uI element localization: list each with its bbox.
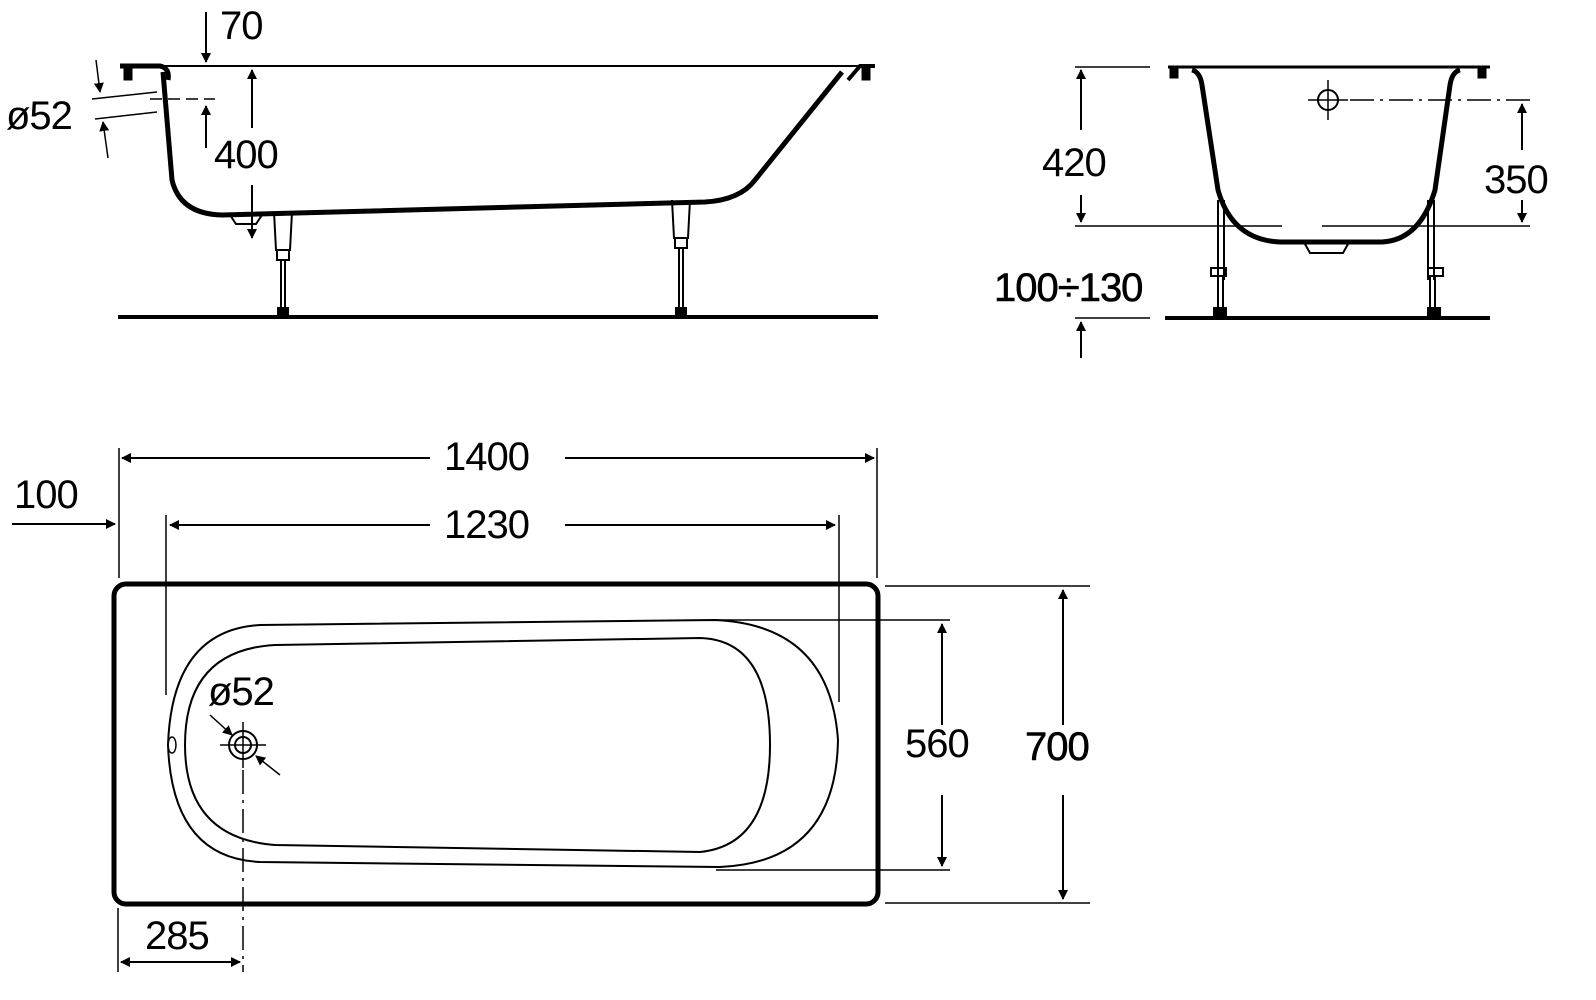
inner-length-label: 1230 <box>444 503 530 547</box>
side-view <box>91 12 878 319</box>
inner-width-label: 560 <box>905 722 970 766</box>
leg-height-label: 100÷130 <box>994 266 1144 310</box>
drain-offset-label: 285 <box>145 914 210 958</box>
total-height-label: 420 <box>1042 141 1107 185</box>
depth-label: 400 <box>214 133 279 177</box>
overall-width-label: 700 <box>1025 725 1090 769</box>
end-view <box>1075 65 1530 358</box>
top-view <box>12 448 1090 972</box>
overflow-height-label: 350 <box>1484 158 1549 202</box>
rim-offset-label: 100 <box>14 473 79 517</box>
overall-length-label: 1400 <box>444 435 530 479</box>
drain-diameter-label: ø52 <box>208 670 275 714</box>
overflow-diameter-label: ø52 <box>6 94 73 138</box>
overflow-offset-label: 70 <box>220 4 263 48</box>
